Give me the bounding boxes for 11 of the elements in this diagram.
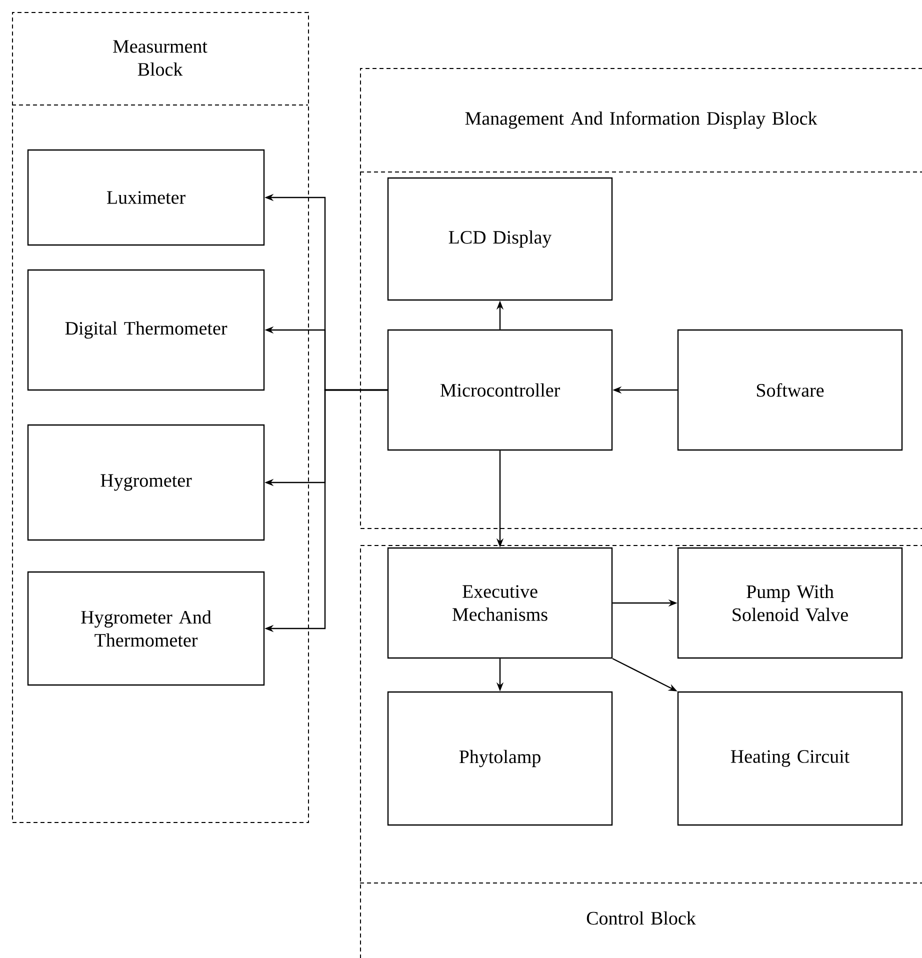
block-box: Luximeter <box>27 149 265 246</box>
block-box: Heating Circuit <box>677 691 903 826</box>
block-box: Hygrometer <box>27 424 265 541</box>
block-box: Phytolamp <box>387 691 613 826</box>
block-box: LCD Display <box>387 177 613 301</box>
block-box: Executive Mechanisms <box>387 547 613 659</box>
block-box: Digital Thermometer <box>27 269 265 391</box>
block-box: Software <box>677 329 903 451</box>
block-box: Pump With Solenoid Valve <box>677 547 903 659</box>
block-box: Hygrometer And Thermometer <box>27 571 265 686</box>
block-box: Microcontroller <box>387 329 613 451</box>
